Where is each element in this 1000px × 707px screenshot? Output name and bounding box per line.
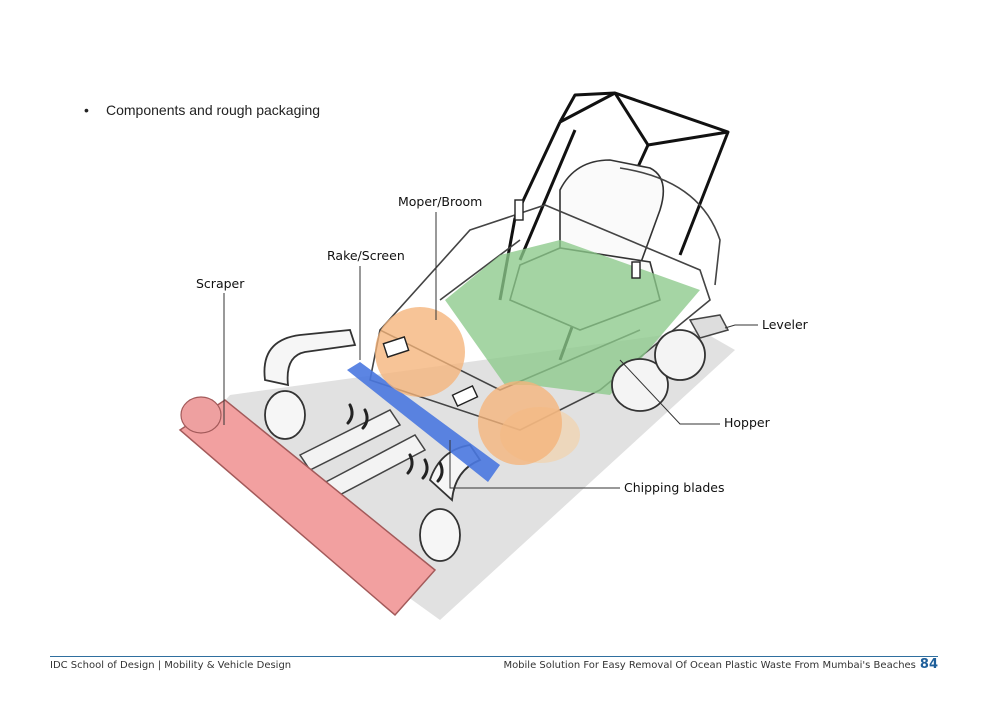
label-chipping-blades: Chipping blades bbox=[624, 480, 725, 495]
footer-left-text: IDC School of Design | Mobility & Vehicl… bbox=[50, 660, 292, 671]
bullet-dot: • bbox=[84, 102, 89, 118]
label-moper-broom: Moper/Broom bbox=[398, 194, 483, 209]
label-scraper: Scraper bbox=[196, 276, 245, 291]
rake-tines bbox=[346, 403, 444, 483]
leveler-part bbox=[688, 314, 730, 339]
bullet-text: Components and rough packaging bbox=[106, 102, 321, 118]
slide-bullet: • Components and rough packaging bbox=[84, 102, 320, 118]
rear-wheels bbox=[611, 329, 706, 412]
scraper-highlight bbox=[178, 396, 437, 617]
broom-highlight-2 bbox=[478, 381, 562, 465]
hopper-highlight bbox=[445, 240, 700, 395]
control-details bbox=[382, 199, 641, 408]
callout-lines bbox=[223, 212, 758, 489]
label-rake-screen: Rake/Screen bbox=[327, 248, 405, 263]
page-number: 84 bbox=[919, 657, 938, 672]
label-hopper: Hopper bbox=[724, 415, 770, 430]
footer-title: Mobile Solution For Easy Removal Of Ocea… bbox=[503, 660, 916, 671]
label-leveler: Leveler bbox=[762, 317, 808, 332]
rake-highlight bbox=[347, 362, 500, 482]
footer-right: Mobile Solution For Easy Removal Of Ocea… bbox=[503, 657, 938, 672]
footer-divider bbox=[50, 656, 938, 657]
broom-highlight bbox=[375, 307, 465, 397]
ground-shadow bbox=[190, 330, 735, 620]
